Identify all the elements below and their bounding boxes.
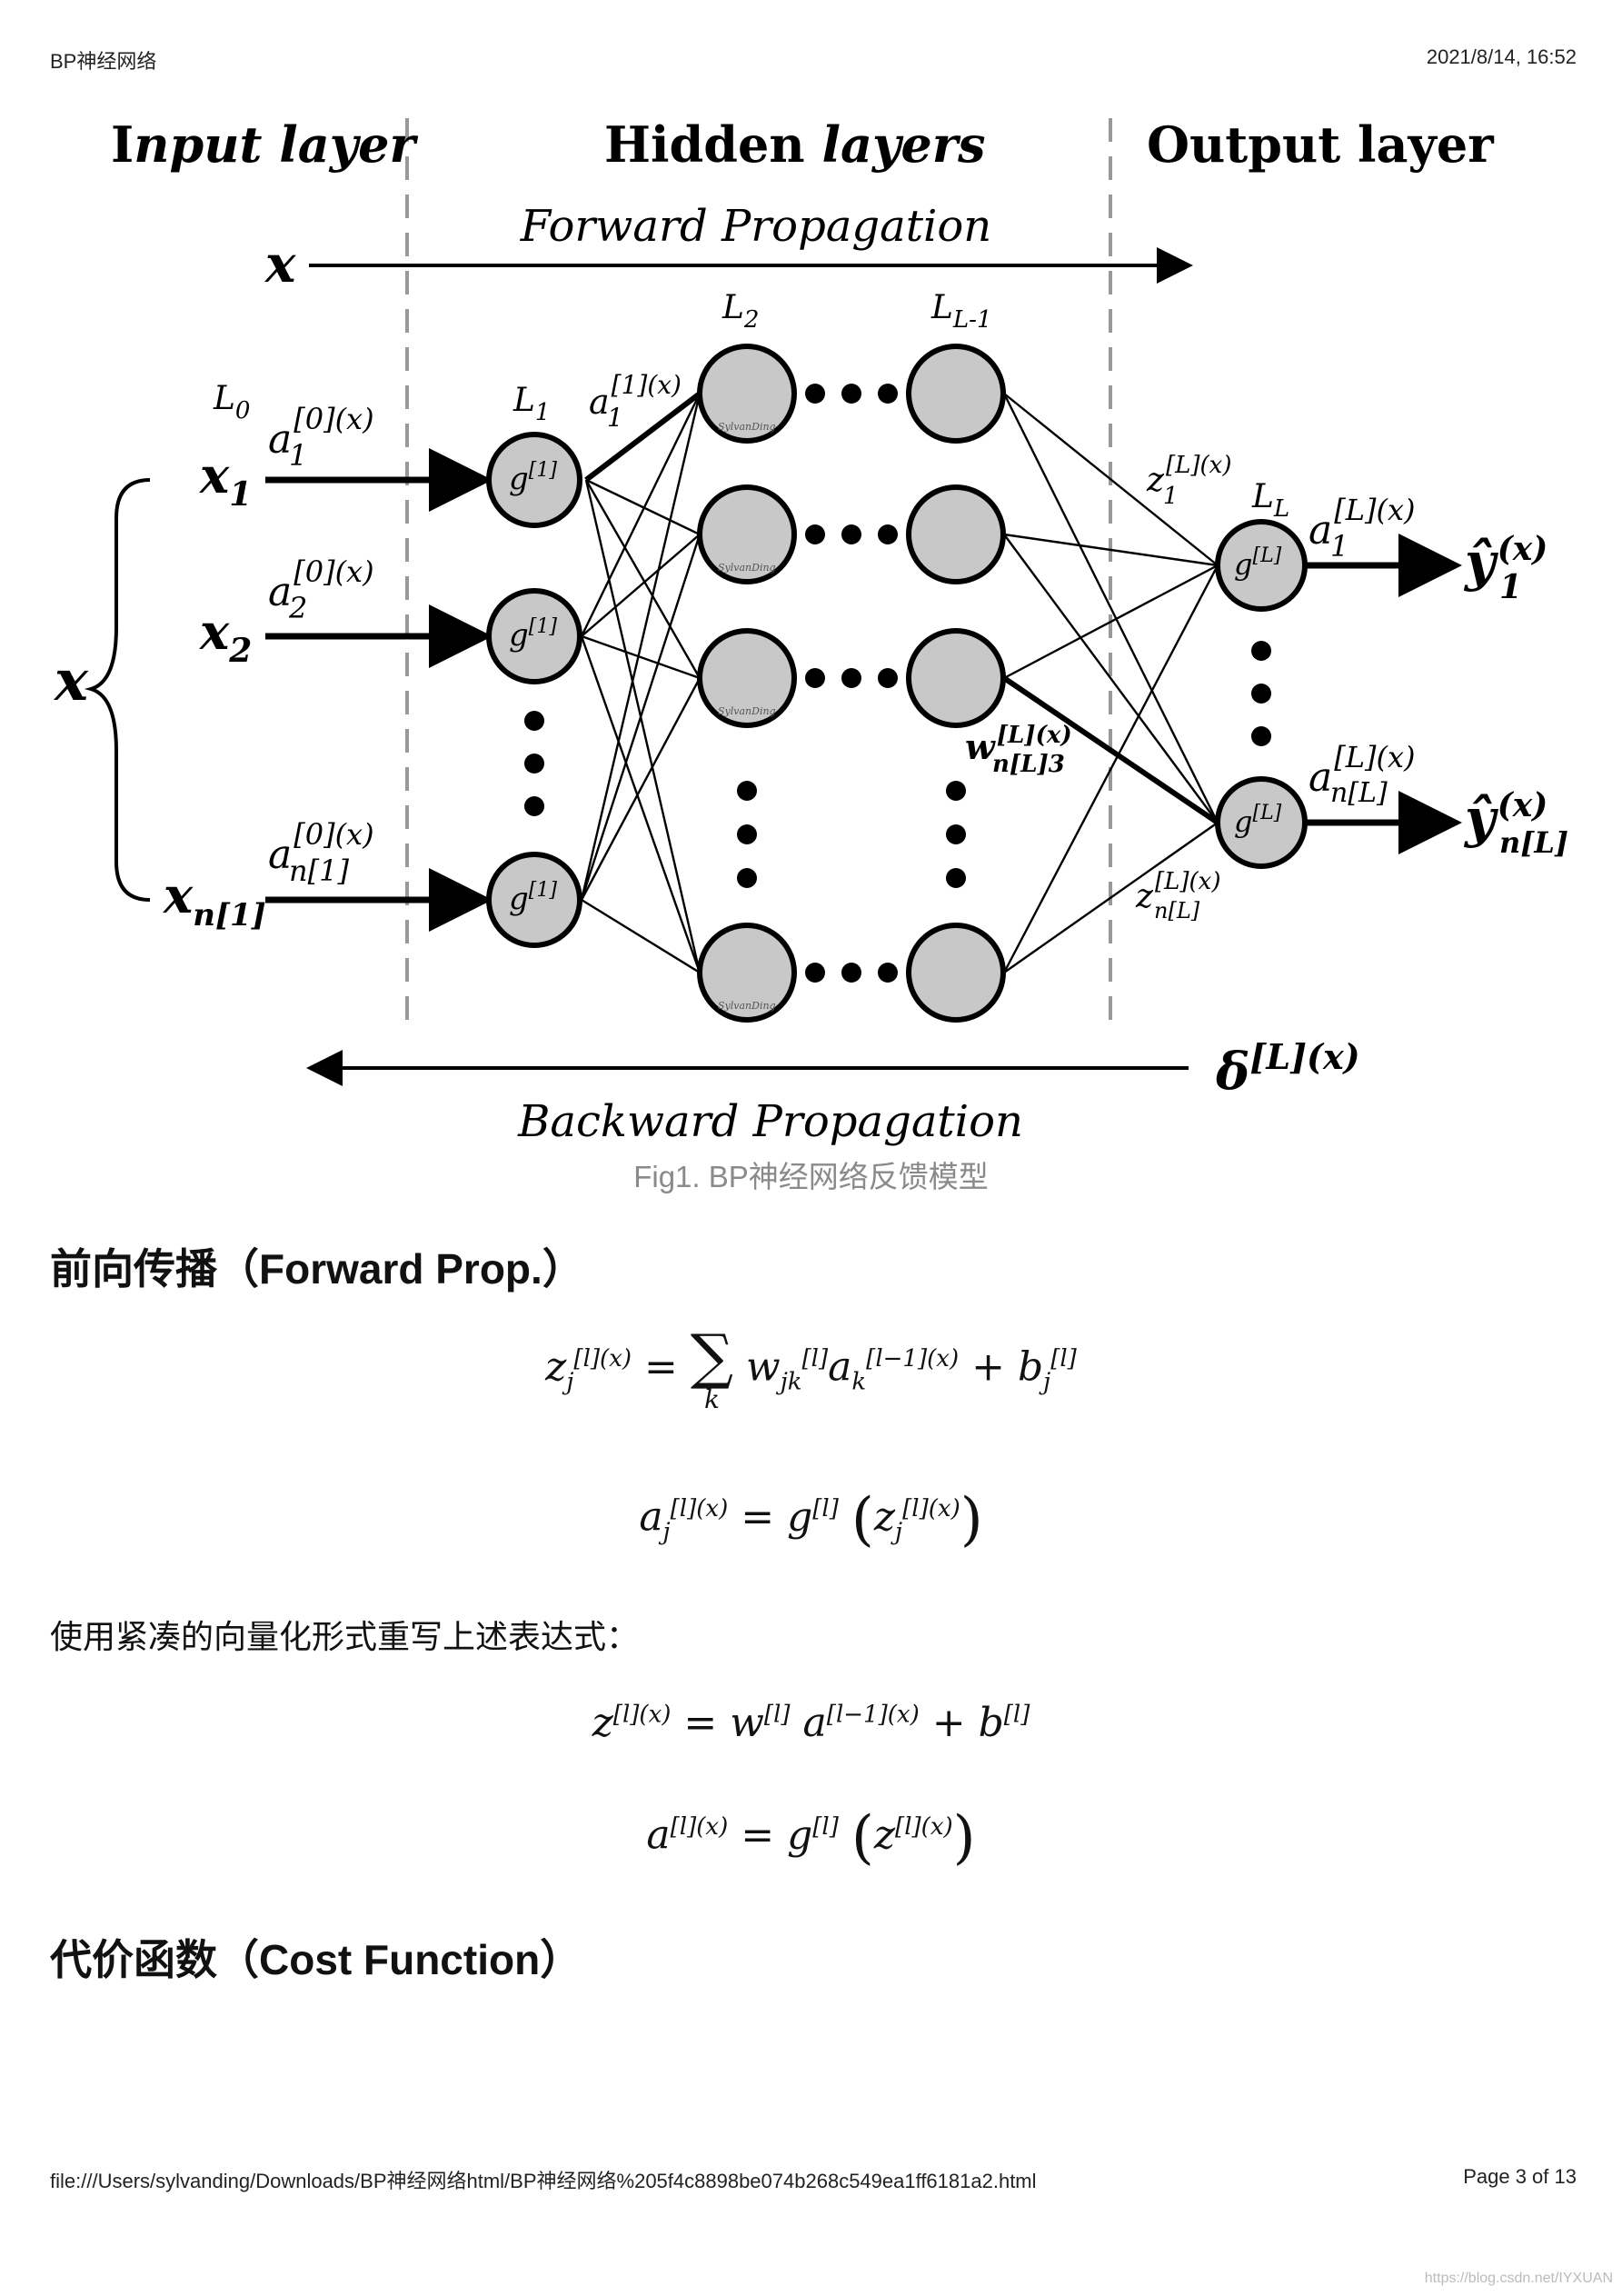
equation-z-component: zj[l](x) = ∑k wjk[l]ak[l−1](x) + bj[l]	[545, 1322, 1077, 1414]
node-lL-n: g[L]	[1215, 776, 1308, 869]
input-x1-label: x1	[199, 446, 252, 514]
input-brace	[84, 478, 151, 902]
svg-text:g[1]: g[1]	[509, 879, 557, 917]
input-a2-label: a[0](x)2	[268, 554, 374, 625]
svg-text:SylvanDing: SylvanDing	[718, 562, 776, 574]
node-lL1-3	[906, 628, 1006, 728]
hidden-a1-label: a[1](x)1	[589, 370, 682, 433]
footer-page-number: Page 3 of 13	[1463, 2165, 1577, 2188]
header-datetime: 2021/8/14, 16:52	[1426, 45, 1577, 68]
input-a1-label: a[0](x)1	[268, 402, 374, 473]
w-label: w[L](x)n[L]3	[965, 722, 1072, 778]
equation-a-vectorized: a[l](x) = g[l] (z[l](x))	[646, 1804, 976, 1872]
node-l2-n: SylvanDing	[697, 923, 797, 1023]
node-lL1-n	[906, 923, 1006, 1023]
node-lL-1: g[L]	[1215, 519, 1308, 612]
hidden-layers-title: Hidden layers	[604, 115, 986, 174]
dots-lL1	[946, 781, 966, 888]
svg-text:g[1]: g[1]	[509, 459, 557, 497]
section-title-cost-function: 代价函数（Cost Function）	[50, 1936, 582, 1983]
node-l2-3: SylvanDing	[697, 628, 797, 728]
vectorized-paragraph: 使用紧凑的向量化形式重写上述表达式：	[50, 1618, 640, 1655]
backward-propagation-label: Backward Propagation	[517, 1096, 1023, 1147]
dots-l1	[524, 711, 544, 816]
connections-lL1-lL	[1002, 393, 1219, 973]
csdn-watermark: https://blog.csdn.net/IYXUAN	[1424, 2271, 1613, 2286]
x-forward-label: x	[264, 235, 296, 294]
output-yn-label: ŷ(x)n[L]	[1463, 786, 1568, 860]
svg-text:g[L]: g[L]	[1234, 544, 1282, 582]
forward-propagation-label: Forward Propagation	[520, 201, 991, 252]
x-brace-label: x	[53, 647, 89, 714]
output-y1-label: ŷ(x)1	[1463, 530, 1547, 606]
node-lL1-1	[906, 344, 1006, 444]
output-a1-label: a[L](x)1	[1309, 493, 1415, 564]
output-an-label: a[L](x)n[L]	[1309, 740, 1415, 809]
node-l1-1: g[1]	[486, 432, 582, 528]
footer-file-path: file:///Users/sylvanding/Downloads/BP神经网…	[50, 2170, 1037, 2192]
svg-text:g[L]: g[L]	[1234, 802, 1282, 839]
node-lL1-2	[906, 484, 1006, 584]
svg-text:SylvanDing: SylvanDing	[718, 421, 776, 433]
header-title: BP神经网络	[50, 50, 157, 73]
svg-text:SylvanDing: SylvanDing	[718, 1000, 776, 1012]
z-bottom-label: z[L](x)n[L]	[1135, 868, 1220, 923]
node-l2-1: SylvanDing	[697, 344, 797, 444]
node-l1-2: g[1]	[486, 588, 582, 684]
input-xn-label: xn[1]	[163, 866, 266, 933]
output-layer-title: Output layer	[1147, 115, 1494, 174]
dots-horizontal	[805, 384, 898, 983]
svg-text:g[1]: g[1]	[509, 615, 557, 654]
equation-z-vectorized: z[l](x) = w[l] a[l−1](x) + b[l]	[592, 1700, 1030, 1746]
figure-caption: Fig1. BP神经网络反馈模型	[633, 1160, 989, 1193]
node-l1-n: g[1]	[486, 852, 582, 948]
bp-network-diagram: Input layer Hidden layers Output layer F…	[53, 115, 1568, 1147]
layer-l2-label: L2	[721, 289, 759, 334]
delta-label: δ[L](x)	[1215, 1036, 1360, 1102]
layer-l1-label: L1	[512, 382, 550, 426]
z-top-label: z[L](x)1	[1146, 452, 1231, 510]
node-l2-2: SylvanDing	[697, 484, 797, 584]
layer-lL-label: LL	[1251, 478, 1289, 523]
svg-text:SylvanDing: SylvanDing	[718, 705, 776, 717]
equation-a-component: aj[l](x) = g[l] (zj[l](x))	[639, 1486, 983, 1553]
layer-l0-label: L0	[213, 380, 250, 424]
layer-lL1-label: LL-1	[930, 289, 992, 334]
dots-lL	[1251, 641, 1271, 746]
input-x2-label: x2	[199, 603, 252, 670]
connections-l1-l2	[580, 391, 702, 974]
dots-l2	[737, 781, 757, 888]
input-layer-title: Input layer	[111, 115, 419, 174]
input-an-label: a[0](x)n[1]	[268, 817, 374, 888]
section-title-forward-prop: 前向传播（Forward Prop.）	[50, 1245, 584, 1293]
